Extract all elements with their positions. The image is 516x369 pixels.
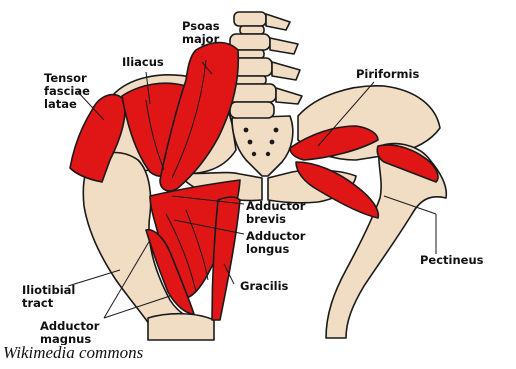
left-tibia-top — [148, 314, 214, 340]
label-iliotibial-line2: tract — [22, 296, 54, 310]
label-adductor-longus-line1: Adductor — [246, 229, 306, 243]
label-adductor-magnus-line1: Adductor — [40, 319, 100, 333]
label-adductor-brevis-line1: Adductor — [246, 199, 306, 213]
label-adductor-longus-line2: longus — [246, 242, 289, 256]
label-psoas-major-line1: Psoas — [182, 19, 220, 33]
label-adductor-longus: Adductor longus — [246, 229, 309, 256]
label-adductor-brevis: Adductor brevis — [246, 199, 309, 226]
label-adductor-magnus: Adductor magnus — [40, 319, 103, 345]
sacrum — [232, 116, 293, 176]
label-pectineus: Pectineus — [420, 253, 484, 267]
label-tfl-line2: fasciae — [44, 84, 90, 98]
label-psoas-major: Psoas major — [182, 19, 224, 46]
label-tfl-line1: Tensor — [44, 71, 87, 85]
gracilis-muscle — [212, 197, 240, 320]
label-tfl-line3: latae — [44, 97, 77, 111]
label-iliacus-line1: Iliacus — [122, 55, 164, 69]
label-iliotibial-tract: Iliotibial tract — [22, 283, 79, 310]
label-iliacus: Iliacus — [122, 55, 164, 69]
label-piriformis-line1: Piriformis — [356, 67, 419, 81]
label-piriformis: Piriformis — [356, 67, 419, 81]
label-adductor-brevis-line2: brevis — [246, 212, 286, 226]
label-iliotibial-line1: Iliotibial — [22, 283, 75, 297]
label-psoas-major-line2: major — [182, 32, 220, 46]
image-credit: Wikimedia commons — [3, 343, 143, 363]
label-gracilis: Gracilis — [240, 279, 289, 293]
label-tensor-fasciae-latae: Tensor fasciae latae — [44, 71, 94, 111]
label-gracilis-line1: Gracilis — [240, 279, 289, 293]
label-pectineus-line1: Pectineus — [420, 253, 484, 267]
hip-muscles-diagram: Psoas major Iliacus Tensor fasciae latae… — [0, 0, 516, 345]
